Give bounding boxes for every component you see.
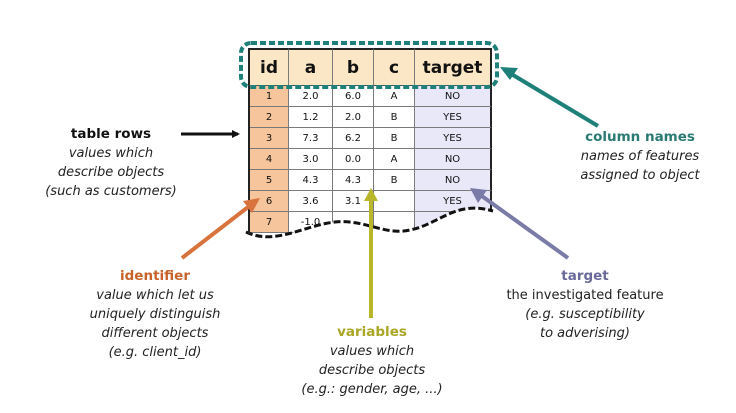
identifier-arrowhead [243, 198, 260, 213]
header-cell-b: b [333, 48, 374, 86]
variables-line: (e.g.: gender, age, ...) [301, 382, 443, 397]
identifier-label: identifier value which let us uniquely d… [70, 267, 240, 362]
column-names-line: assigned to object [580, 168, 700, 183]
table-cell: 4.3 [333, 170, 374, 191]
table-rows-line: describe objects [57, 165, 165, 180]
target-cell: YES [415, 128, 492, 149]
table-cell: A [374, 149, 415, 170]
header-cell-c: c [374, 48, 415, 86]
target-label: target the investigated feature (e.g. su… [490, 267, 680, 343]
target-line: (e.g. susceptibility [525, 307, 645, 322]
table-row: 5 4.3 4.3 B NO [248, 170, 492, 191]
table-cell: B [374, 128, 415, 149]
column-names-highlight [239, 41, 499, 89]
variables-arrowhead [364, 188, 378, 201]
table-row: 3 7.3 6.2 B YES [248, 128, 492, 149]
table-cell: 3.6 [289, 191, 333, 212]
table-cell: 7.3 [289, 128, 333, 149]
header-cell-target: target [415, 48, 492, 86]
table-rows-title: table rows [70, 126, 152, 142]
target-title: target [561, 268, 609, 284]
column-names-arrow [506, 70, 600, 128]
table-cell: 0.0 [333, 149, 374, 170]
column-names-line: names of features [580, 149, 700, 164]
header-cell-a: a [289, 48, 333, 86]
target-line: to adverising) [540, 326, 630, 341]
table-rows-label: table rows values which describe objects… [26, 125, 196, 201]
identifier-line: value which let us [96, 288, 214, 303]
table-cell [374, 191, 415, 212]
variables-title: variables [337, 324, 407, 340]
table-cell: 6.2 [333, 128, 374, 149]
table-cell: 2.0 [289, 86, 333, 107]
column-names-title: column names [585, 129, 695, 145]
table-rows-line: (such as customers) [45, 184, 177, 199]
table-cell: 3.1 [333, 191, 374, 212]
header-row: id a b c target [248, 48, 492, 86]
identifier-line: uniquely distinguish [89, 307, 221, 322]
torn-edge-line [245, 206, 494, 239]
variables-line: values which [329, 344, 415, 359]
identifier-line: different objects [101, 326, 209, 341]
target-cell: NO [415, 86, 492, 107]
target-cell: NO [415, 170, 492, 191]
table-row: 2 1.2 2.0 B YES [248, 107, 492, 128]
table-cell: B [374, 107, 415, 128]
header-cell-id: id [248, 48, 289, 86]
table-cell: 6.0 [333, 86, 374, 107]
target-cell: NO [415, 149, 492, 170]
variables-line: describe objects [318, 363, 426, 378]
target-arrowhead [470, 188, 487, 203]
identifier-arrow [180, 202, 254, 260]
table-cell: B [374, 170, 415, 191]
target-line: the investigated feature [506, 288, 664, 303]
variables-label: variables values which describe objects … [277, 323, 467, 399]
table-row: 1 2.0 6.0 A NO [248, 86, 492, 107]
table-cell: 1.2 [289, 107, 333, 128]
table-rows-line: values which [68, 146, 154, 161]
table-cell: 2.0 [333, 107, 374, 128]
table-cell: A [374, 86, 415, 107]
target-cell: YES [415, 107, 492, 128]
column-names-arrowhead [500, 67, 518, 80]
table-cell: 4.3 [289, 170, 333, 191]
column-names-label: column names names of features assigned … [555, 128, 725, 185]
table-row: 4 3.0 0.0 A NO [248, 149, 492, 170]
identifier-title: identifier [120, 268, 190, 284]
target-arrow [477, 192, 570, 260]
identifier-line: (e.g. client_id) [108, 345, 202, 360]
table-cell: 3.0 [289, 149, 333, 170]
